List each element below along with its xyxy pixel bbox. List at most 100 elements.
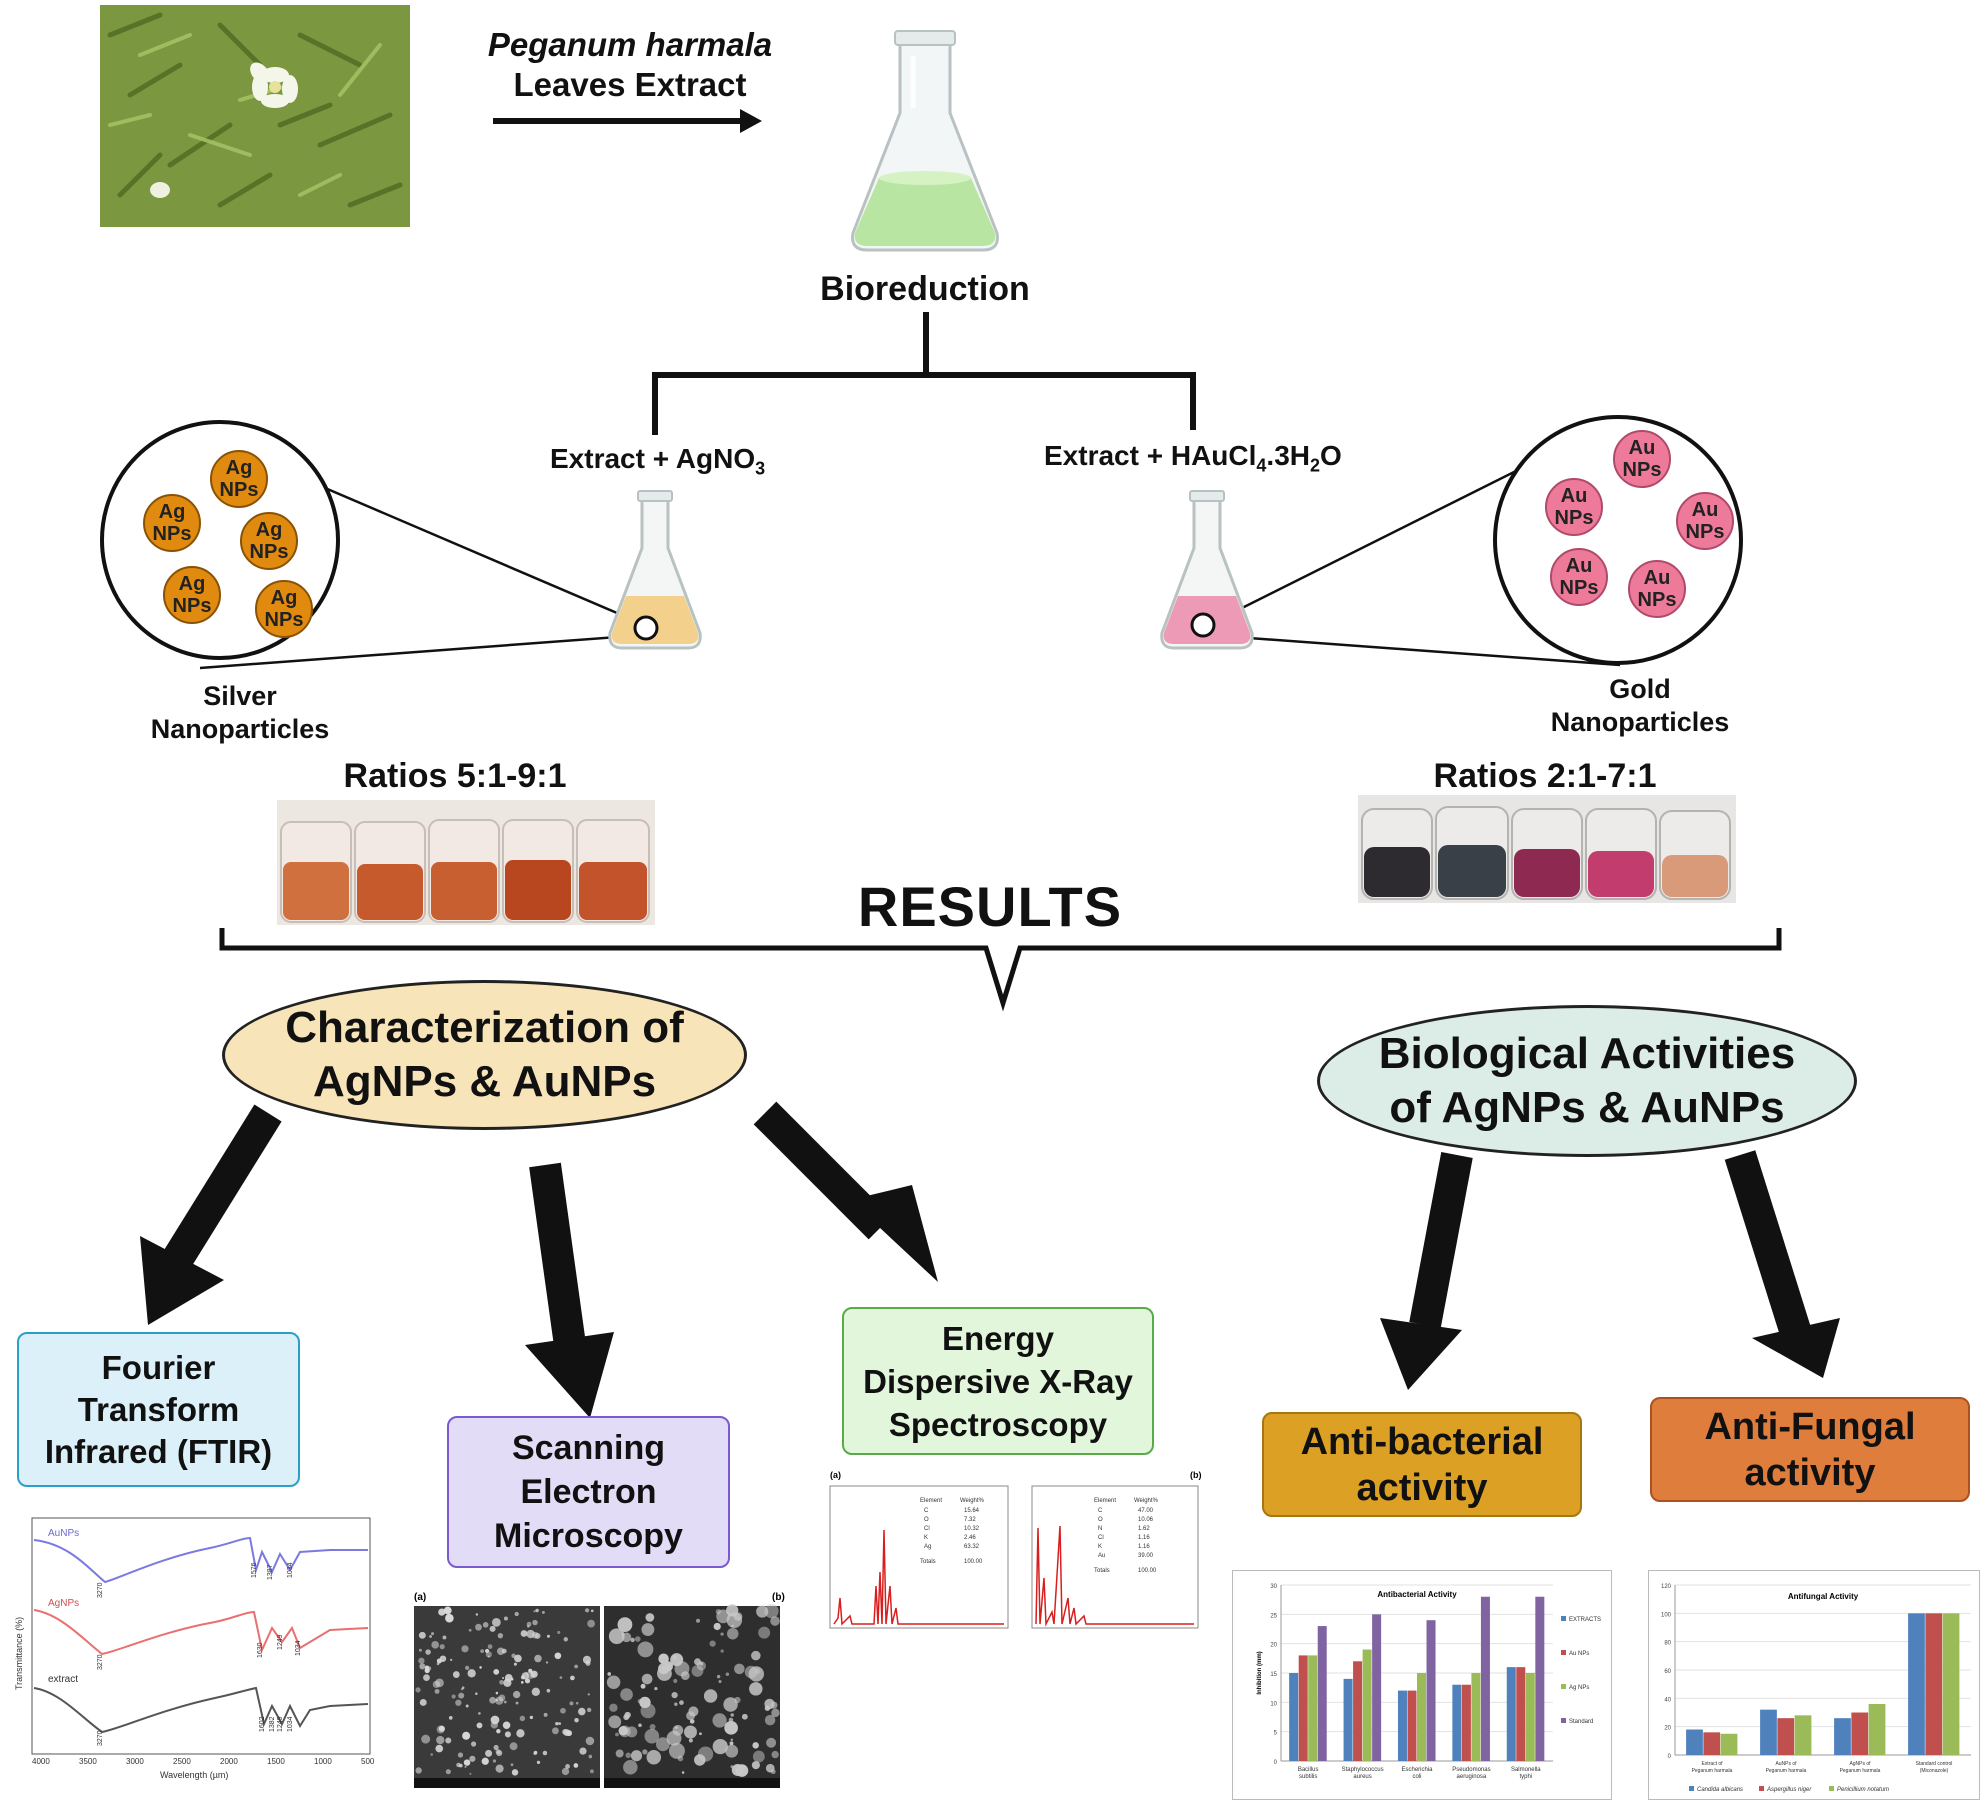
category-label: AuNPs of (1775, 1761, 1797, 1767)
edx-header: Weight% (1134, 1498, 1159, 1504)
bar (1471, 1673, 1481, 1761)
ftir-peak-label: 1382 (269, 1716, 276, 1732)
y-tick-label: 30 (1270, 1584, 1277, 1590)
biological-title: Biological Activities (1378, 1029, 1796, 1078)
edx-trace-a (833, 1529, 1004, 1626)
ftir-spectrum: AuNPs AgNPs extract Transmittance (%) 40… (10, 1510, 375, 1780)
y-tick-label: 15 (1270, 1672, 1277, 1678)
legend-swatch (1561, 1650, 1566, 1655)
y-tick-label: 80 (1664, 1641, 1671, 1647)
category-label: Escherichia (1401, 1767, 1433, 1773)
category-label: Bacillus (1298, 1767, 1319, 1773)
sem-box: Scanning Electron Microscopy (447, 1416, 730, 1568)
edx-element: K (1098, 1544, 1102, 1550)
ftir-line-3: Infrared (FTIR) (44, 1432, 273, 1470)
edx-weight: 39.00 (1138, 1553, 1154, 1559)
bar (1480, 1596, 1490, 1761)
category-label: aeruginosa (1457, 1774, 1487, 1780)
ftir-label-extract: extract (48, 1674, 78, 1685)
legend-label: Penicillium notatum (1837, 1787, 1889, 1793)
bar (1289, 1673, 1299, 1761)
category-label: Peganum harmala (1766, 1768, 1807, 1774)
sem-images: (a) (b) (412, 1590, 785, 1790)
edx-weight: 1.62 (1138, 1526, 1150, 1532)
silver-vials-photo (277, 800, 655, 925)
bar (1703, 1732, 1721, 1755)
bar (1407, 1690, 1417, 1761)
edx-element: O (924, 1517, 929, 1523)
results-heading: RESULTS (857, 875, 1123, 938)
ftir-x-tick: 500 (361, 1757, 375, 1766)
edx-total-label: Totals (1094, 1568, 1110, 1574)
ftir-peak-label: 1249 (277, 1716, 284, 1732)
legend-label: Candida albicans (1697, 1787, 1743, 1793)
legend-swatch (1561, 1684, 1566, 1689)
biological-title-2: of AgNPs & AuNPs (1389, 1083, 1785, 1132)
arrow-to-antibacterial (1380, 1152, 1473, 1390)
y-tick-label: 40 (1664, 1697, 1671, 1703)
ftir-peak-label: 1034 (287, 1716, 294, 1732)
gold-vials-photo (1358, 795, 1736, 903)
bar (1353, 1661, 1363, 1761)
antibacterial-line-2: activity (1356, 1466, 1488, 1509)
edx-box: Energy Dispersive X-Ray Spectroscopy (842, 1307, 1154, 1455)
sem-label-a: (a) (414, 1592, 426, 1603)
edx-header: Element (1094, 1498, 1116, 1504)
biological-oval: Biological Activities of AgNPs & AuNPs (1317, 1005, 1857, 1157)
antifungal-line-2: activity (1744, 1451, 1876, 1494)
bar (1426, 1620, 1436, 1761)
edx-total-value: 100.00 (964, 1559, 983, 1565)
sem-line-1: Scanning (511, 1429, 665, 1467)
gold-flask (1152, 488, 1262, 663)
legend-swatch (1561, 1718, 1566, 1723)
antibacterial-chart-svg: Antibacterial Activity051015202530Inhibi… (1257, 1584, 1601, 1780)
ftir-line-1: Fourier (101, 1348, 216, 1386)
edx-element: Cl (924, 1526, 930, 1532)
legend-label: Ag NPs (1569, 1685, 1589, 1691)
legend-label: Aspergillus niger (1766, 1787, 1812, 1793)
bar (1362, 1649, 1372, 1761)
ftir-x-label: Wavelength (µm) (160, 1770, 228, 1780)
bar (1868, 1704, 1886, 1755)
edx-total-label: Totals (920, 1559, 936, 1565)
ftir-x-tick: 3500 (79, 1757, 97, 1766)
ftir-label-aunps: AuNPs (48, 1528, 79, 1539)
y-tick-label: 20 (1664, 1726, 1671, 1732)
y-tick-label: 20 (1270, 1643, 1277, 1649)
silver-reagent-label: Extract + AgNO3 (550, 443, 766, 479)
ftir-peak-label: 1576 (251, 1562, 258, 1578)
category-label: coli (1412, 1774, 1421, 1780)
bar (1343, 1678, 1353, 1761)
bioreduction-label: Bioreduction (820, 270, 1030, 308)
extract-arrow (493, 109, 762, 133)
legend-swatch (1689, 1786, 1694, 1791)
edx-weight: 10.06 (1138, 1517, 1154, 1523)
bar (1308, 1655, 1318, 1761)
bar (1317, 1626, 1327, 1761)
bar (1760, 1709, 1777, 1755)
bar (1535, 1596, 1545, 1761)
ftir-peak-label: 1249 (277, 1634, 284, 1650)
bar (1506, 1667, 1516, 1761)
edx-weight: 10.32 (964, 1526, 980, 1532)
edx-element: O (1098, 1517, 1103, 1523)
edx-header: Element (920, 1498, 942, 1504)
edx-weight: 47.00 (1138, 1508, 1154, 1514)
sem-label-b: (b) (772, 1592, 785, 1603)
edx-weight: 15.64 (964, 1508, 980, 1514)
bioreduction-branch (652, 312, 1196, 435)
edx-label-a: (a) (830, 1470, 841, 1480)
legend-swatch (1759, 1786, 1764, 1791)
category-label: Standard control (1916, 1761, 1953, 1767)
plant-name: Peganum harmala (487, 26, 773, 63)
